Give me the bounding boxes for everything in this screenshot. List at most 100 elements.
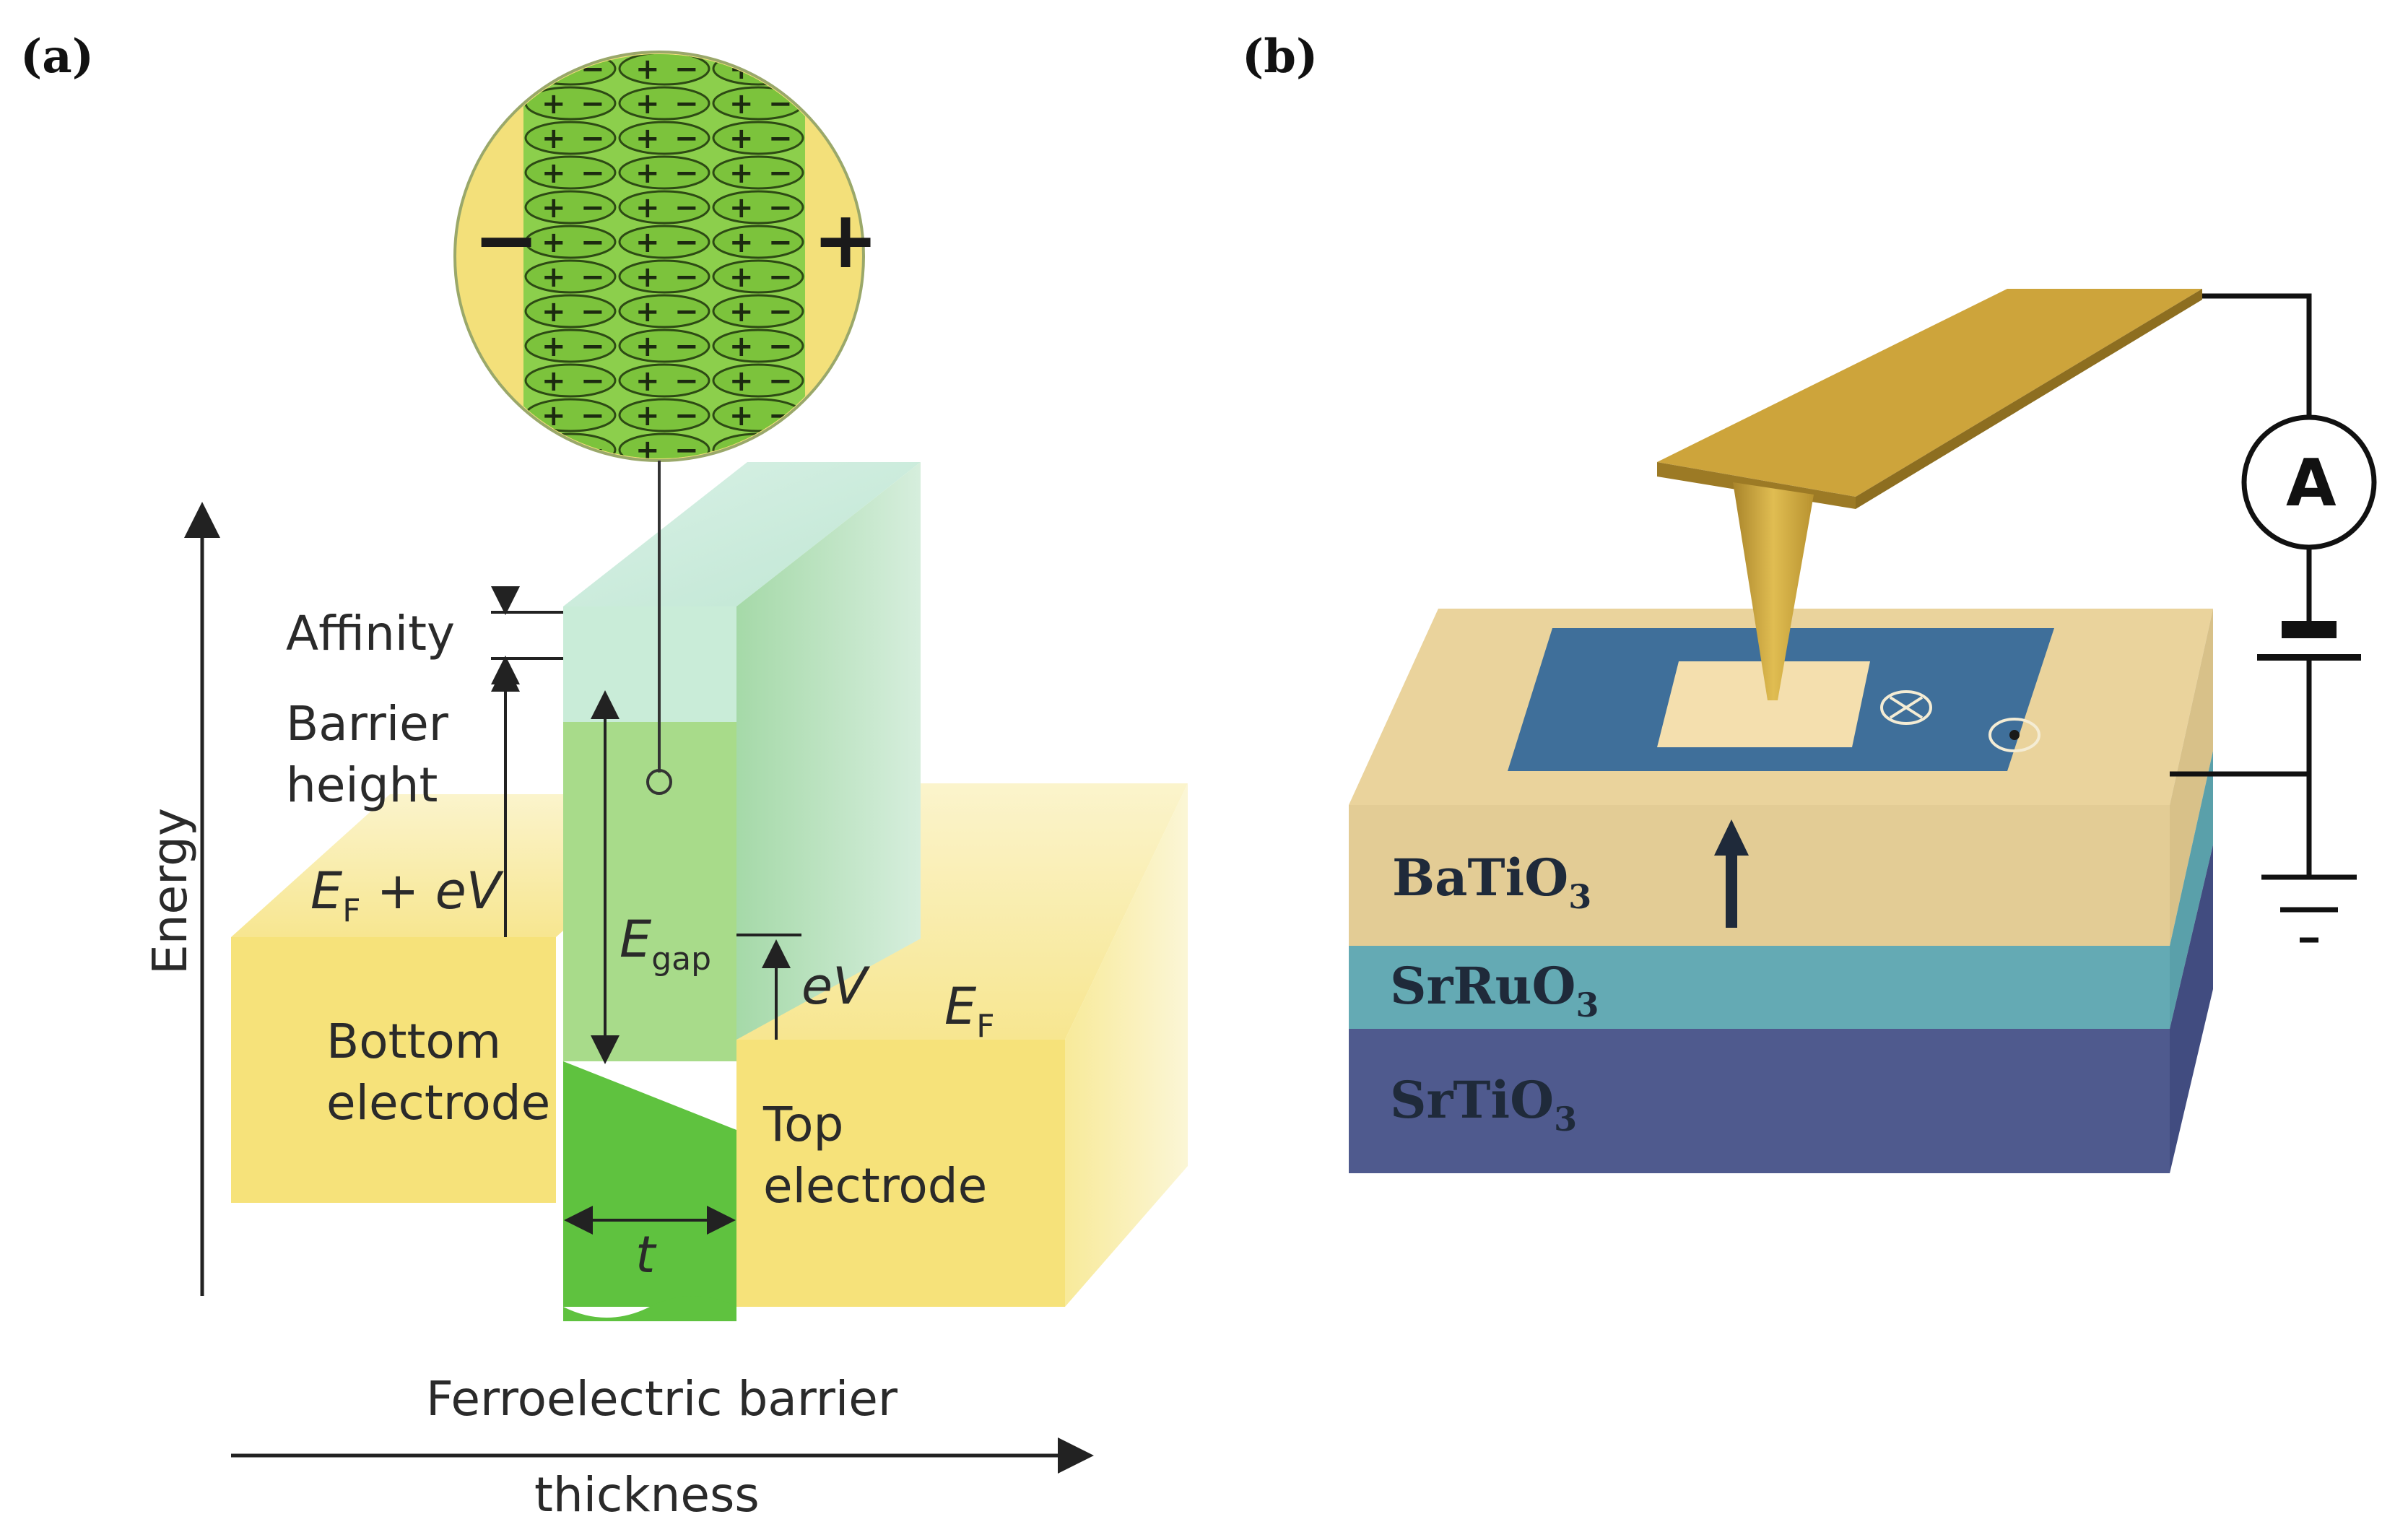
dipole-plus: +	[729, 191, 754, 225]
dipole-plus: +	[635, 53, 660, 86]
dipole-minus: −	[768, 226, 793, 259]
panel-a-label: (a)	[20, 30, 94, 84]
dipole-plus: +	[635, 122, 660, 155]
inset-plus-sign: +	[812, 193, 879, 286]
dipole-ellipse	[524, 155, 617, 190]
dipole-ellipse	[712, 225, 804, 259]
dipole-plus: +	[635, 365, 660, 398]
thickness-axis-label-2: thickness	[534, 1467, 760, 1523]
dipole-minus: −	[674, 261, 699, 294]
dipole-ellipse	[618, 155, 710, 190]
bto-label: BaTiO3	[1392, 848, 1591, 916]
polarization-into-page-icon	[1880, 690, 1932, 725]
dipole-minus: −	[581, 53, 605, 86]
dipole-plus: +	[542, 434, 566, 467]
afm-cantilever	[1657, 289, 2202, 700]
top-electrode-label-2: electrode	[763, 1158, 987, 1214]
dipole-ellipse	[712, 155, 804, 190]
egap-label: Egap	[620, 910, 711, 978]
bto-layer	[1349, 805, 2170, 946]
measurement-circuit	[2170, 293, 2357, 943]
dipole-minus: −	[581, 87, 605, 121]
dipole-minus: −	[674, 330, 699, 363]
polarization-up-arrow	[1714, 819, 1749, 928]
dipole-plus: +	[542, 365, 566, 398]
dipole-ellipse	[524, 121, 617, 155]
afm-tip	[1733, 482, 1814, 700]
dipole-plus: +	[635, 191, 660, 225]
dipole-minus: −	[768, 157, 793, 190]
thickness-axis-label-1: Ferroelectric barrier	[426, 1371, 898, 1427]
dipole-plus: +	[729, 261, 754, 294]
dipole-ellipse	[618, 294, 710, 329]
dipole-minus: −	[581, 261, 605, 294]
dipole-plus: +	[542, 261, 566, 294]
ev-label: eV	[801, 957, 870, 1016]
panel-b: (b)	[1242, 30, 2377, 1173]
sto-layer	[1349, 1029, 2170, 1173]
dipole-minus: −	[674, 53, 699, 86]
dipole-minus: −	[674, 434, 699, 467]
dipole-minus: −	[581, 157, 605, 190]
dipole-plus: +	[729, 122, 754, 155]
dipole-plus: +	[635, 157, 660, 190]
dipole-minus: −	[674, 365, 699, 398]
bottom-electrode-label-2: electrode	[326, 1075, 550, 1131]
dipole-minus: −	[674, 87, 699, 121]
thickness-symbol: t	[635, 1225, 657, 1284]
dipole-plus: +	[635, 399, 660, 432]
dipole-plus: +	[542, 87, 566, 121]
panel-a: (a) Energy +−+−+−+−+	[20, 30, 1188, 1523]
inset-pointer-dot	[646, 769, 672, 795]
dipole-plus: +	[729, 330, 754, 363]
dipole-ellipse	[712, 190, 804, 225]
dipole-plus: +	[542, 330, 566, 363]
dipole-minus: −	[581, 399, 605, 432]
dipole-ellipse	[618, 86, 710, 121]
dipole-minus: −	[768, 261, 793, 294]
dipole-ellipse	[618, 398, 710, 432]
dipole-ellipse	[524, 190, 617, 225]
dipole-plus: +	[542, 295, 566, 329]
ef-label: EF	[944, 977, 995, 1045]
dipole-minus: −	[581, 122, 605, 155]
dipole-ellipse	[712, 259, 804, 294]
dipole-ellipse	[618, 54, 710, 86]
dipole-minus: −	[768, 53, 793, 86]
dipole-ellipse	[712, 121, 804, 155]
dipole-plus: +	[729, 399, 754, 432]
battery-icon	[2257, 621, 2361, 661]
written-domain	[1657, 661, 1870, 747]
dipole-minus: −	[674, 226, 699, 259]
dipole-plus: +	[729, 157, 754, 190]
dipole-ellipse	[524, 225, 617, 259]
dipole-plus: +	[729, 226, 754, 259]
dipole-minus: −	[768, 191, 793, 225]
dipole-plus: +	[635, 330, 660, 363]
dipole-plus: +	[635, 261, 660, 294]
dipole-ellipse	[618, 363, 710, 398]
dipole-plus: +	[729, 87, 754, 121]
polarization-out-of-page-icon	[1988, 718, 2040, 752]
bottom-electrode-label-1: Bottom	[326, 1014, 501, 1069]
dipole-minus: −	[768, 295, 793, 329]
inset-minus-sign: −	[473, 193, 539, 286]
dipole-plus: +	[635, 434, 660, 467]
dipole-minus: −	[768, 330, 793, 363]
dipole-minus: −	[768, 122, 793, 155]
dipole-minus: −	[581, 226, 605, 259]
dipole-minus: −	[581, 365, 605, 398]
dipole-plus: +	[635, 295, 660, 329]
dipole-minus: −	[674, 157, 699, 190]
dipole-minus: −	[674, 122, 699, 155]
affinity-label: Affinity	[286, 606, 455, 661]
dipole-minus: −	[674, 295, 699, 329]
affinity-markers	[491, 586, 563, 937]
dipole-plus: +	[542, 157, 566, 190]
dipole-ellipse	[618, 225, 710, 259]
dipole-minus: −	[768, 365, 793, 398]
dipole-plus: +	[635, 226, 660, 259]
panel-b-label: (b)	[1242, 30, 1318, 84]
dipole-plus: +	[542, 122, 566, 155]
